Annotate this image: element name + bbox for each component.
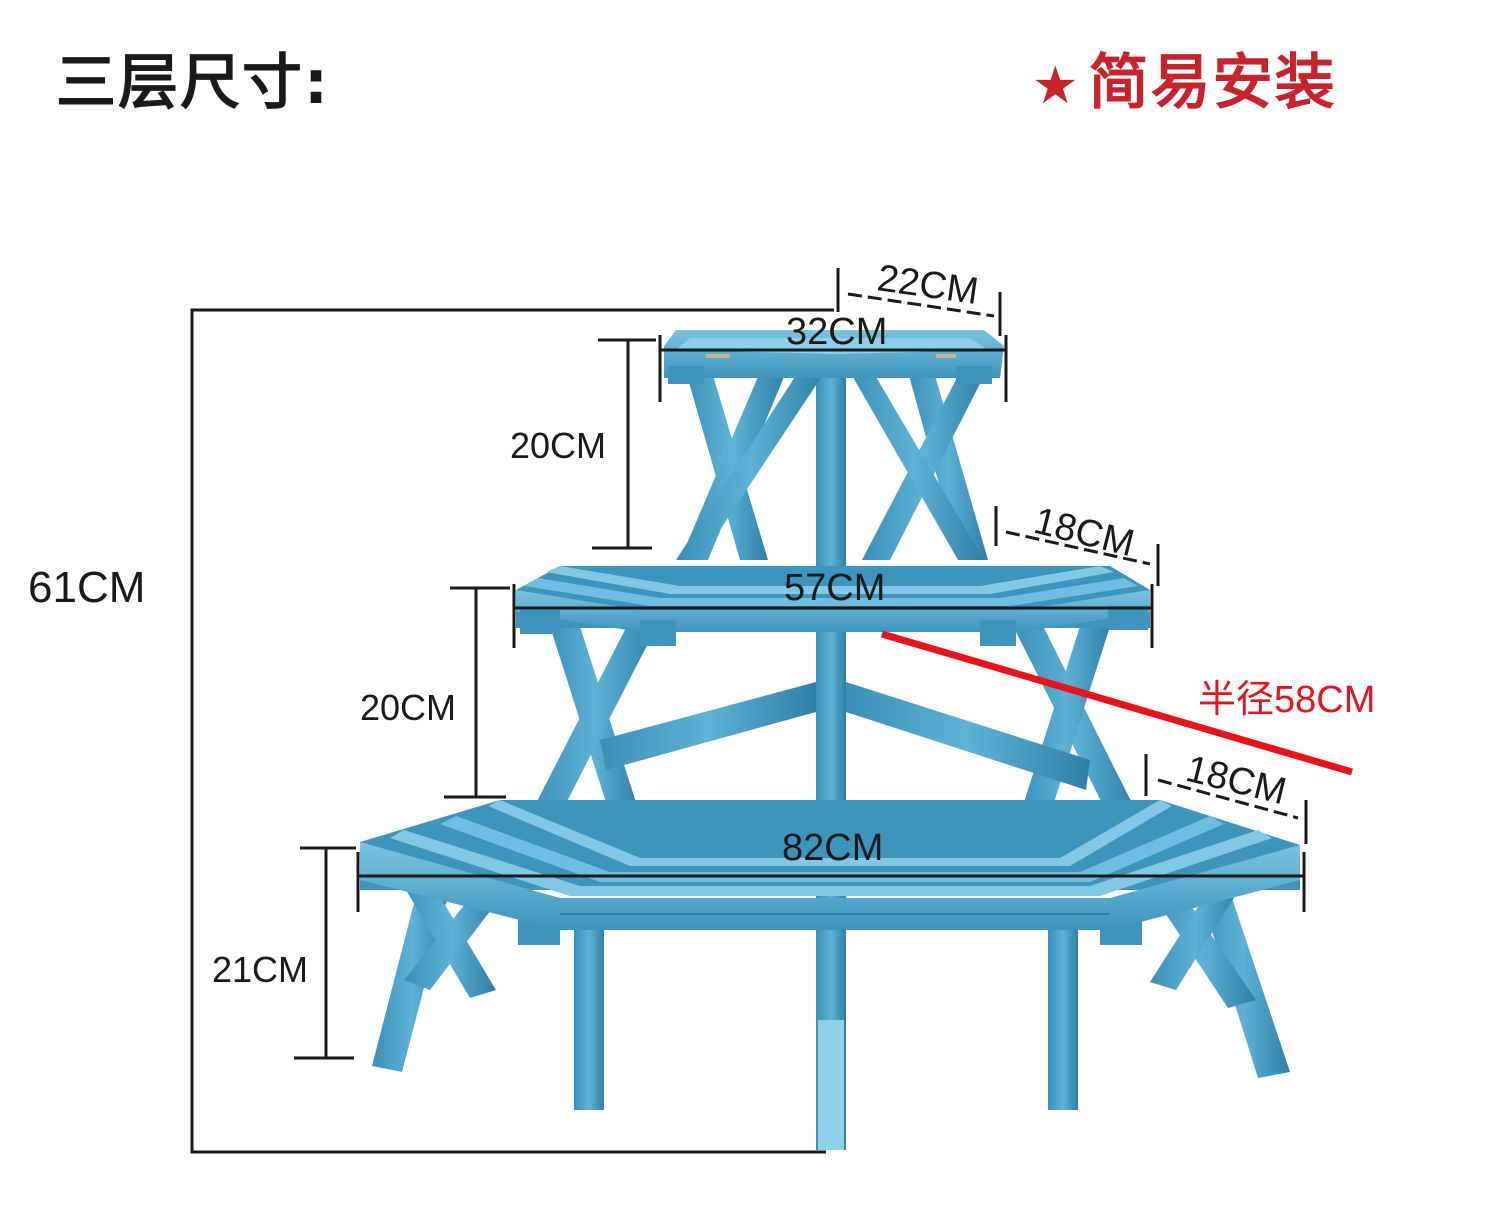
easy-install-label: 简易安装 xyxy=(1088,48,1337,118)
middle-slat-2 xyxy=(524,578,1138,606)
middle-slat-1 xyxy=(546,566,1114,594)
central-post xyxy=(816,350,846,1150)
top-right-leg xyxy=(908,372,988,560)
bottom-left-diag xyxy=(404,898,500,990)
total-height-bracket xyxy=(190,308,834,1154)
top-left-brace xyxy=(680,372,786,560)
bottom-depth-label: 18CM xyxy=(1182,748,1291,813)
tier1-gap-label: 20CM xyxy=(510,425,606,466)
radius-line xyxy=(881,630,1353,776)
middle-width-label: 57CM xyxy=(784,567,885,609)
bottom-width-label: 82CM xyxy=(782,827,883,869)
top-width-label: 32CM xyxy=(786,311,887,353)
middle-depth-label: 18CM xyxy=(1030,500,1139,565)
bottom-right-diag xyxy=(1150,888,1240,990)
top-depth-line xyxy=(847,292,995,318)
bottom-right-brace xyxy=(1150,890,1256,1008)
bottom-slat-front xyxy=(360,842,1300,930)
mid-left-stretcher xyxy=(600,682,816,770)
top-tier-frame xyxy=(676,360,988,560)
middle-front-left-block xyxy=(640,620,676,646)
bottom-right-outer-leg xyxy=(1196,880,1290,1078)
plant-stand xyxy=(360,330,1300,1150)
bottom-tier-frame xyxy=(372,880,1290,1110)
total-height-label: 61CM xyxy=(28,563,145,612)
central-post-base xyxy=(818,1020,844,1150)
top-left-block xyxy=(668,366,704,384)
page-title: 三层尺寸: xyxy=(56,48,330,118)
mid-left-brace xyxy=(530,620,660,815)
top-inner-diag-left xyxy=(676,360,826,560)
star-icon: ★ xyxy=(1032,56,1081,116)
middle-right-block xyxy=(1108,606,1148,630)
bottom-depth-line xyxy=(1157,778,1299,820)
middle-tier-frame xyxy=(530,620,1138,815)
dimension-lines xyxy=(190,268,1308,1154)
bottom-left-front-leg xyxy=(574,920,604,1110)
bottom-right-front-leg xyxy=(1048,920,1078,1110)
middle-left-block xyxy=(520,610,560,634)
tier2-gap-label: 20CM xyxy=(360,687,456,728)
mid-right-stretcher xyxy=(846,682,1090,790)
top-inner-diag-right xyxy=(846,360,984,560)
mid-depth-line xyxy=(1005,530,1151,566)
radius-label: 半径58CM xyxy=(1198,679,1375,721)
bottom-shelf xyxy=(360,800,1300,930)
easy-install-badge: ★简易安装 xyxy=(1032,34,1337,121)
top-depth-label: 22CM xyxy=(875,257,981,313)
middle-front-right-block xyxy=(980,620,1016,646)
middle-shelf xyxy=(516,566,1150,646)
top-right-block xyxy=(956,366,992,384)
dimension-labels: 61CM 20CM 20CM 21CM 32CM 57CM 82CM 22CM … xyxy=(28,257,1375,990)
bottom-height-label: 21CM xyxy=(212,949,308,990)
